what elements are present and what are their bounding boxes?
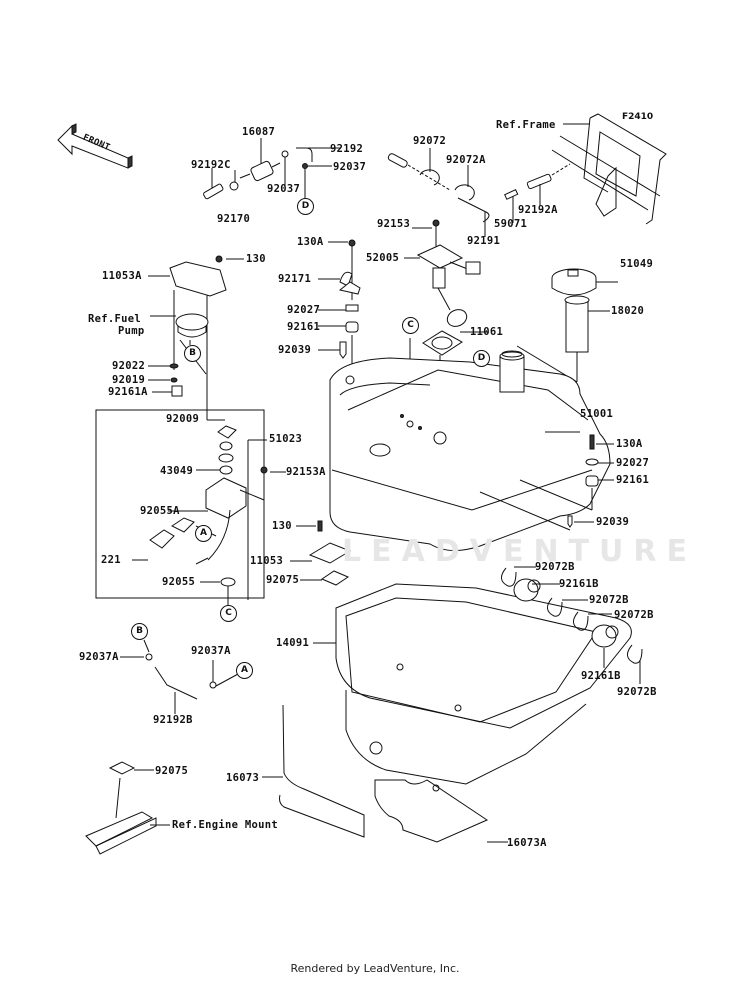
part-label-51049[interactable]: 51049 — [620, 258, 654, 270]
fuel-gauge-unit-52005 — [416, 219, 481, 327]
callout-d-top[interactable]: D — [297, 198, 314, 215]
part-label-92161b[interactable]: 92161B — [581, 670, 621, 682]
callout-d-tank[interactable]: D — [473, 350, 490, 367]
fuel-filter-16087 — [239, 160, 281, 182]
callout-a-hose[interactable]: A — [236, 662, 253, 679]
part-label-92037[interactable]: 92037 — [333, 161, 367, 173]
part-label-18020[interactable]: 18020 — [611, 305, 645, 317]
part-label-92192a[interactable]: 92192A — [518, 204, 558, 216]
part-label-92171[interactable]: 92171 — [278, 273, 312, 285]
part-label-92170[interactable]: 92170 — [217, 213, 251, 225]
part-label-92072b[interactable]: 92072B — [617, 686, 657, 698]
part-label-11053[interactable]: 11053 — [250, 555, 284, 567]
part-label-92027[interactable]: 92027 — [287, 304, 321, 316]
part-label-92037a[interactable]: 92037A — [191, 645, 231, 657]
part-label-92039[interactable]: 92039 — [596, 516, 630, 528]
part-label-51001[interactable]: 51001 — [580, 408, 614, 420]
front-arrow-icon — [57, 123, 133, 169]
part-label-92161b[interactable]: 92161B — [559, 578, 599, 590]
part-label-130a[interactable]: 130A — [297, 236, 324, 248]
ref-frame-label: Ref.Frame — [496, 119, 556, 131]
figure-code: F2410 — [622, 112, 654, 122]
part-label-92072b[interactable]: 92072B — [589, 594, 629, 606]
part-label-92192c[interactable]: 92192C — [191, 159, 231, 171]
part-label-92072b[interactable]: 92072B — [614, 609, 654, 621]
part-label-130[interactable]: 130 — [246, 253, 266, 265]
part-label-92161a[interactable]: 92161A — [108, 386, 148, 398]
fuel-tank-51001 — [329, 350, 611, 551]
callout-b-hose[interactable]: B — [131, 623, 148, 640]
part-label-16073[interactable]: 16073 — [226, 772, 260, 784]
watermark-text: LEADVENTURE — [342, 534, 697, 569]
part-label-52005[interactable]: 52005 — [366, 252, 400, 264]
callout-c-pump[interactable]: C — [220, 605, 237, 622]
part-label-43049[interactable]: 43049 — [160, 465, 194, 477]
part-label-92009[interactable]: 92009 — [166, 413, 200, 425]
tray-14091 — [335, 583, 632, 792]
callout-b-top[interactable]: B — [184, 345, 201, 362]
part-label-92191[interactable]: 92191 — [467, 235, 501, 247]
part-label-92037[interactable]: 92037 — [267, 183, 301, 195]
part-label-92192[interactable]: 92192 — [330, 143, 364, 155]
part-label-14091[interactable]: 14091 — [276, 637, 310, 649]
callout-c-tank[interactable]: C — [402, 317, 419, 334]
part-label-92161[interactable]: 92161 — [616, 474, 650, 486]
part-label-16073a[interactable]: 16073A — [507, 837, 547, 849]
part-label-92072b[interactable]: 92072B — [535, 561, 575, 573]
part-label-92019[interactable]: 92019 — [112, 374, 146, 386]
part-label-92027[interactable]: 92027 — [616, 457, 650, 469]
part-label-92075[interactable]: 92075 — [155, 765, 189, 777]
part-label-92072a[interactable]: 92072A — [446, 154, 486, 166]
part-label-221[interactable]: 221 — [101, 554, 121, 566]
part-label-11053a[interactable]: 11053A — [102, 270, 142, 282]
part-label-92037a[interactable]: 92037A — [79, 651, 119, 663]
footer-credit: Rendered by LeadVenture, Inc. — [290, 962, 460, 975]
part-label-16087[interactable]: 16087 — [242, 126, 276, 138]
part-label-92039[interactable]: 92039 — [278, 344, 312, 356]
part-label-51023[interactable]: 51023 — [269, 433, 303, 445]
part-label-59071[interactable]: 59071 — [494, 218, 528, 230]
ref-fuel-pump-label-1: Ref.Fuel — [88, 313, 141, 325]
ref-fuel-pump-label-2: Pump — [118, 325, 145, 337]
part-label-92055a[interactable]: 92055A — [140, 505, 180, 517]
part-label-92072[interactable]: 92072 — [413, 135, 447, 147]
frame-bracket — [551, 113, 667, 225]
part-label-92075[interactable]: 92075 — [266, 574, 300, 586]
part-label-92055[interactable]: 92055 — [162, 576, 196, 588]
part-label-130a[interactable]: 130A — [616, 438, 643, 450]
part-label-92153[interactable]: 92153 — [377, 218, 411, 230]
fuel-cap-51049 — [551, 268, 597, 296]
part-label-130[interactable]: 130 — [272, 520, 292, 532]
ref-engine-mount-label: Ref.Engine Mount — [172, 819, 278, 831]
part-label-92161[interactable]: 92161 — [287, 321, 321, 333]
callout-a-pump[interactable]: A — [195, 525, 212, 542]
part-label-92192b[interactable]: 92192B — [153, 714, 193, 726]
part-label-92153a[interactable]: 92153A — [286, 466, 326, 478]
part-label-92022[interactable]: 92022 — [112, 360, 146, 372]
part-label-11061[interactable]: 11061 — [470, 326, 504, 338]
